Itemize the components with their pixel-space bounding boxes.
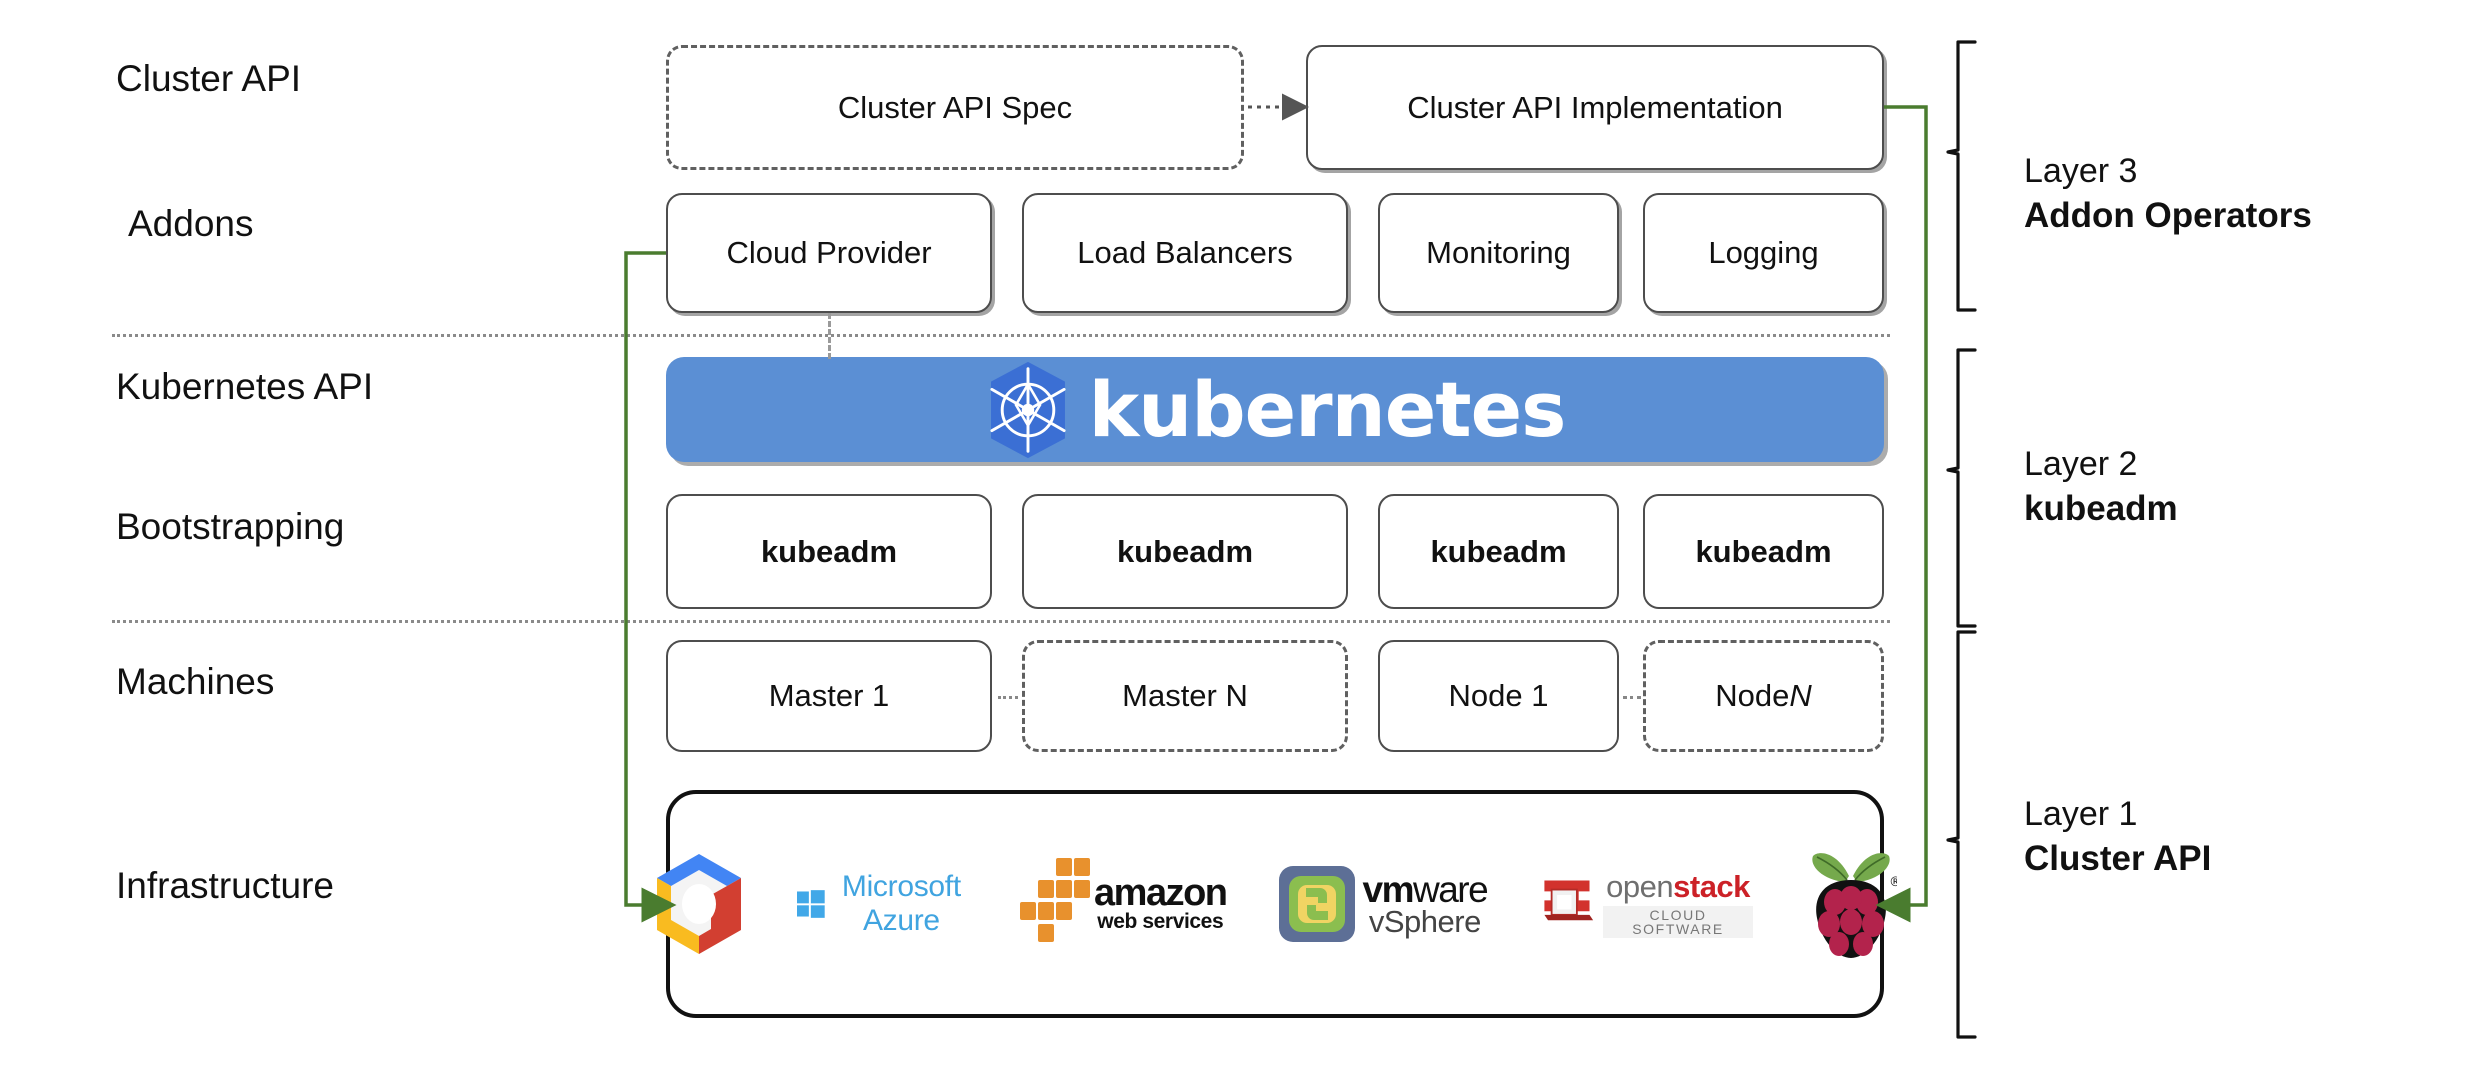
connector-master1-mastern — [998, 696, 1018, 699]
box-cluster-api-implementation[interactable]: Cluster API Implementation — [1306, 45, 1884, 170]
box-cluster-api-spec[interactable]: Cluster API Spec — [666, 45, 1244, 170]
layer-1-name: Cluster API — [2024, 838, 2212, 878]
box-kubeadm-3[interactable]: kubeadm — [1378, 494, 1619, 609]
row-label-kubernetes-api: Kubernetes API — [116, 366, 374, 407]
arrow-implementation-to-infrastructure — [1875, 105, 1928, 923]
layer-3-name: Addon Operators — [2024, 195, 2312, 235]
openstack-icon: openstack CLOUD SOFTWARE — [1539, 864, 1753, 944]
box-kubeadm-4[interactable]: kubeadm — [1643, 494, 1884, 609]
box-label: Master 1 — [768, 678, 890, 713]
kubernetes-wordmark: kubernetes — [1088, 365, 1567, 454]
openstack-wordmark-stack: stack — [1673, 868, 1750, 904]
row-label-addons: Addons — [128, 203, 254, 244]
vmware-wordmark-light: ware — [1413, 869, 1489, 910]
box-label: Logging — [1708, 235, 1819, 270]
separator-bootstrapping-machines — [112, 620, 1890, 623]
row-label-cluster-api: Cluster API — [116, 58, 302, 99]
vmware-vsphere-icon: vmware vSphere — [1278, 866, 1489, 942]
separator-addons-kubernetes — [112, 334, 1890, 337]
box-master-n[interactable]: Master N — [1022, 640, 1348, 752]
box-label: Master N — [1122, 678, 1248, 713]
microsoft-azure-icon: Microsoft Azure — [797, 870, 968, 938]
box-infrastructure[interactable]: Microsoft Azure amazon web services — [657, 790, 1897, 1018]
google-cloud-platform-icon — [653, 852, 745, 956]
box-kubeadm-2[interactable]: kubeadm — [1022, 494, 1348, 609]
box-label: Node — [1715, 678, 1790, 713]
box-monitoring[interactable]: Monitoring — [1378, 193, 1619, 313]
connector-cloud-provider-to-kubernetes — [828, 313, 831, 359]
box-kubeadm-1[interactable]: kubeadm — [666, 494, 992, 609]
row-label-infrastructure: Infrastructure — [116, 865, 334, 906]
box-master-1[interactable]: Master 1 — [666, 640, 992, 752]
row-label-machines: Machines — [116, 661, 275, 702]
box-label: Load Balancers — [1077, 235, 1293, 270]
layer-1-label: Layer 1 Cluster API — [2024, 793, 2211, 881]
box-label: Monitoring — [1426, 235, 1571, 270]
bracket-layer-2 — [1946, 348, 1977, 628]
layer-3-title: Layer 3 — [2024, 152, 2138, 190]
vsphere-label: vSphere — [1368, 904, 1481, 939]
bracket-layer-3 — [1946, 40, 1977, 312]
bracket-layer-1 — [1946, 630, 1977, 1039]
raspberry-pi-icon: ® — [1805, 846, 1897, 962]
layer-2-label: Layer 2 kubeadm — [2024, 443, 2178, 531]
layer-3-label: Layer 3 Addon Operators — [2024, 150, 2312, 238]
box-label: kubeadm — [1695, 533, 1832, 569]
svg-text:®: ® — [1889, 875, 1897, 890]
layer-2-name: kubeadm — [2024, 488, 2178, 528]
box-load-balancers[interactable]: Load Balancers — [1022, 193, 1348, 313]
row-label-bootstrapping: Bootstrapping — [116, 506, 345, 547]
layer-1-title: Layer 1 — [2024, 795, 2138, 833]
box-label: Cluster API Spec — [837, 89, 1073, 125]
box-label: kubeadm — [760, 533, 898, 569]
aws-wordmark: amazon — [1094, 872, 1228, 915]
box-label: kubeadm — [1430, 533, 1567, 569]
box-label: Cluster API Implementation — [1407, 89, 1783, 125]
box-node-n[interactable]: Node N — [1643, 640, 1884, 752]
box-cloud-provider[interactable]: Cloud Provider — [666, 193, 992, 313]
box-label: Cloud Provider — [726, 235, 932, 270]
box-label: Node 1 — [1448, 678, 1549, 713]
box-logging[interactable]: Logging — [1643, 193, 1884, 313]
kubernetes-banner[interactable]: kubernetes — [666, 357, 1884, 462]
vmware-wordmark-bold: vm — [1362, 869, 1415, 910]
arrow-cloud-provider-to-infrastructure — [624, 251, 677, 923]
layer-2-title: Layer 2 — [2024, 445, 2138, 483]
aws-subtitle: web services — [1097, 909, 1224, 933]
box-label-suffix: N — [1789, 678, 1812, 713]
connector-node1-noden — [1623, 696, 1641, 699]
openstack-subtitle: CLOUD SOFTWARE — [1603, 905, 1753, 938]
box-label: kubeadm — [1116, 533, 1254, 569]
openstack-wordmark-open: open — [1606, 868, 1674, 904]
amazon-web-services-icon: amazon web services — [1020, 854, 1228, 954]
microsoft-azure-label: Microsoft Azure — [841, 870, 961, 937]
box-node-1[interactable]: Node 1 — [1378, 640, 1619, 752]
kubernetes-helm-wheel-icon — [989, 361, 1066, 458]
